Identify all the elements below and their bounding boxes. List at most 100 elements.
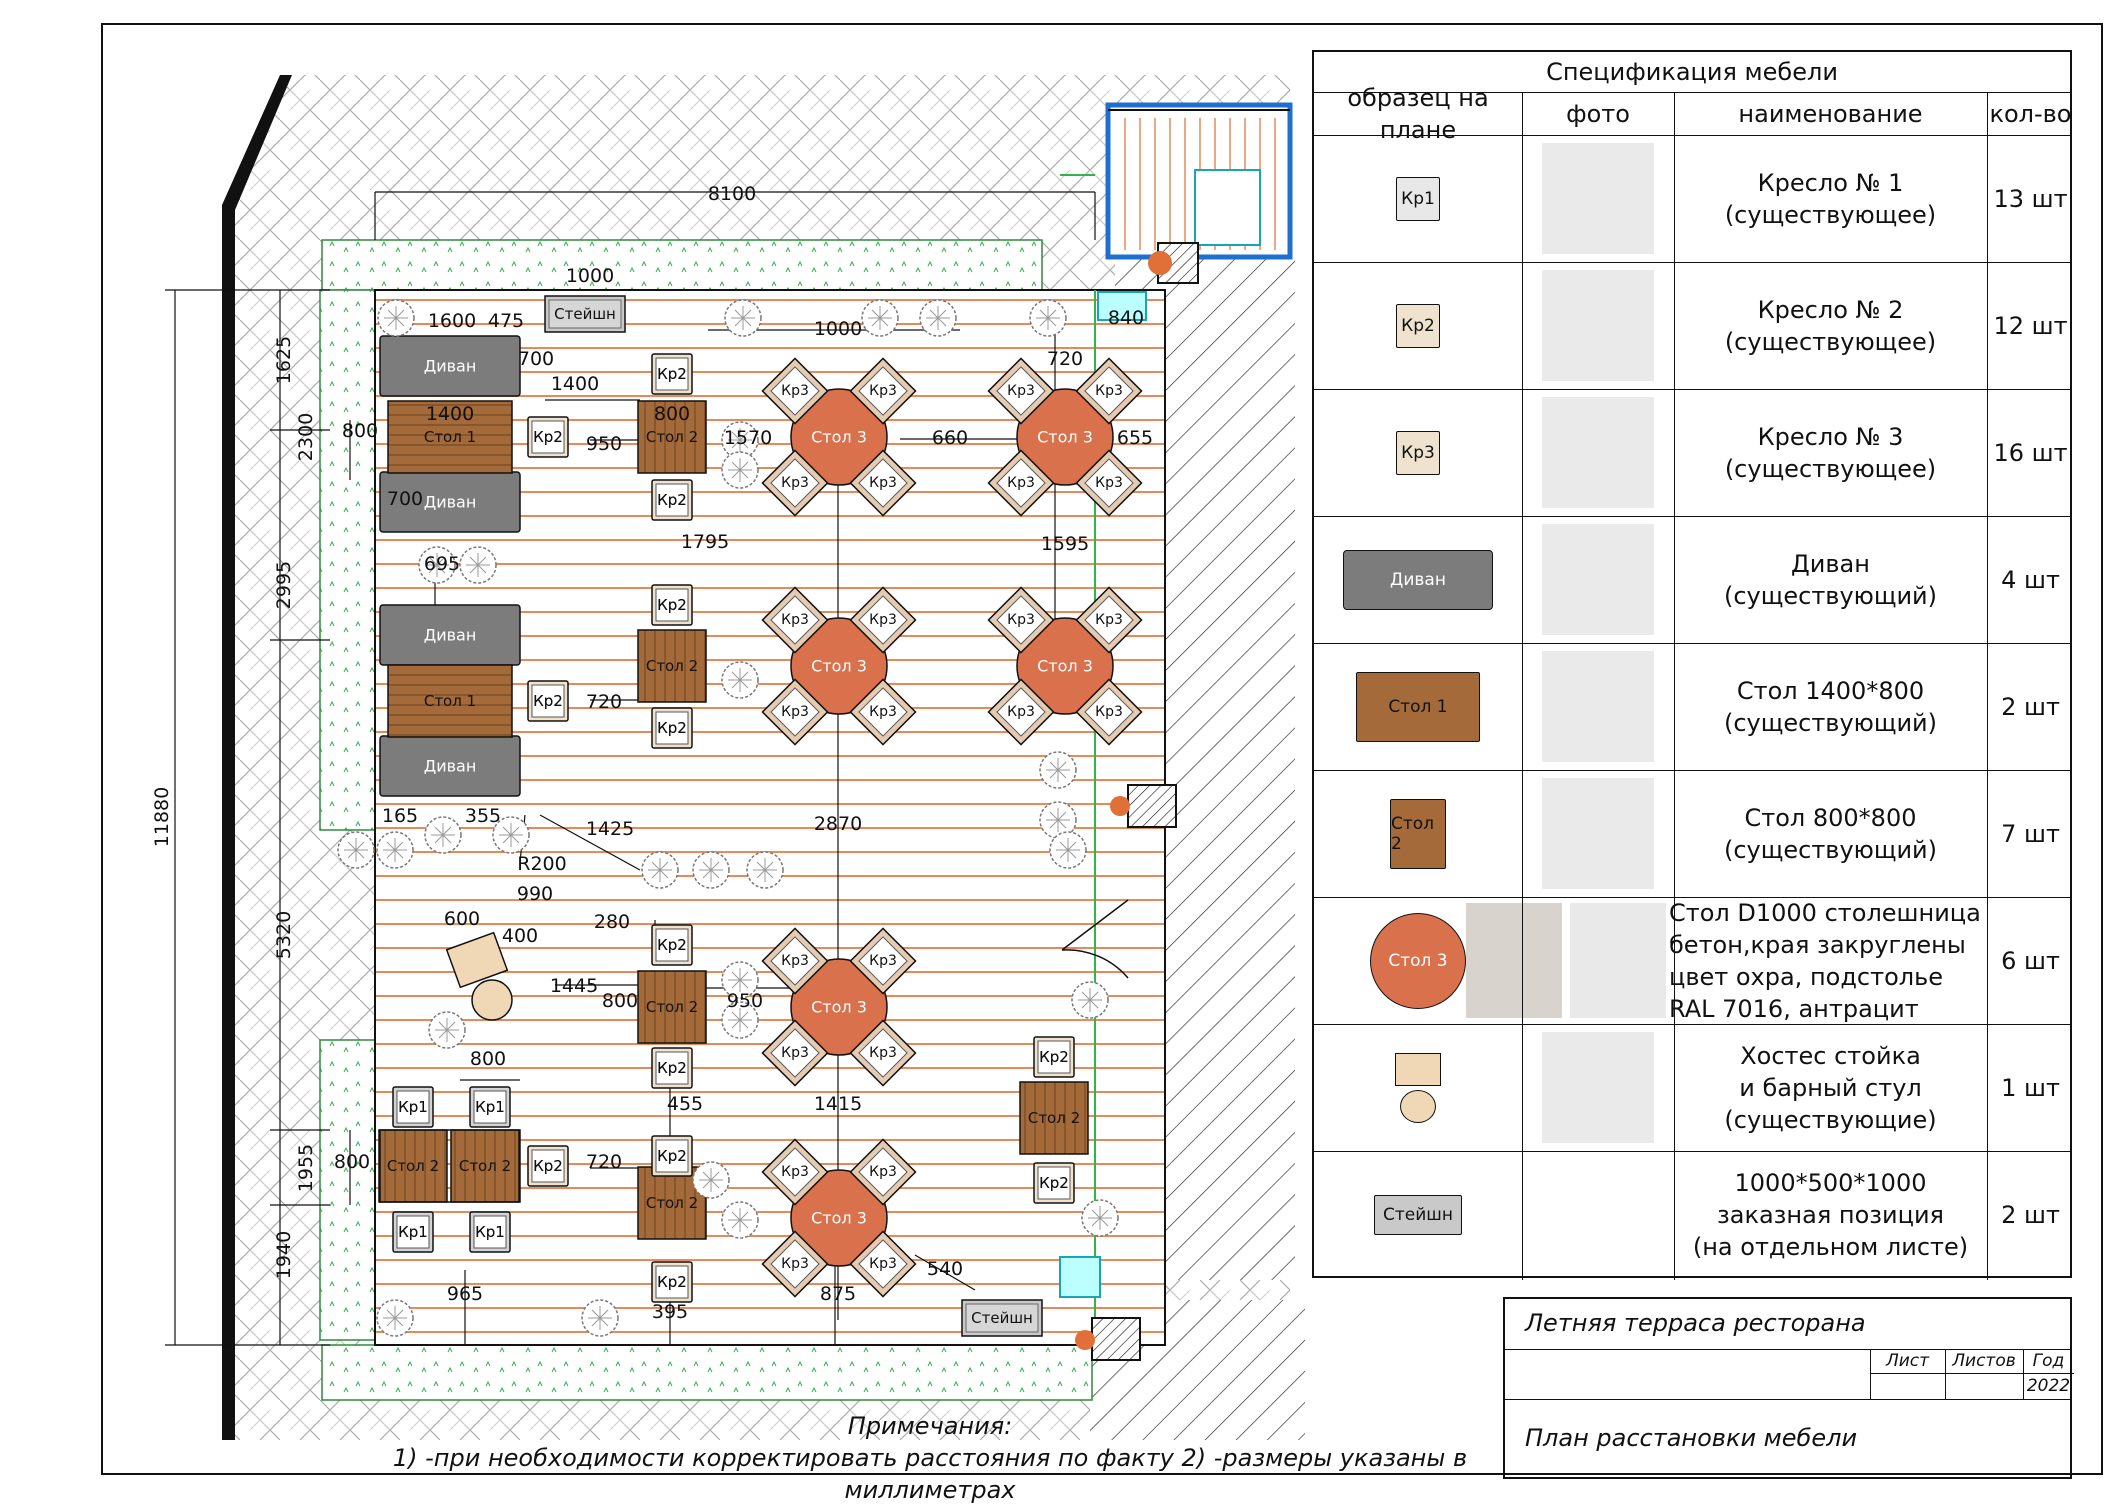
round-table-label: Стол 3 <box>1037 657 1093 676</box>
dimension-text: 475 <box>488 310 524 332</box>
planter-bottom <box>321 1344 1093 1401</box>
spec-symbol: Стол 2 <box>1390 798 1446 869</box>
chair-label: Кр3 <box>1007 612 1035 628</box>
chair-label: Кр3 <box>1095 383 1123 399</box>
spec-qty: 2 шт <box>2001 692 2060 721</box>
spec-title: Спецификация мебели <box>1546 58 1838 86</box>
chair-kr2: Кр2 <box>527 1145 569 1187</box>
table-800-label: Стол 2 <box>387 1157 439 1175</box>
dimension-text: 800 <box>342 420 378 442</box>
chair-label: Кр2 <box>1039 1048 1069 1066</box>
chair-label: Кр3 <box>781 383 809 399</box>
title-block: Летняя терраса ресторана Лист Листов Год… <box>1503 1297 2074 1479</box>
spec-name-line: бетон,края закруглены <box>1669 930 1966 959</box>
spec-header-sample: образец на плане <box>1347 83 1489 144</box>
table-800-label: Стол 2 <box>646 657 698 675</box>
spec-name-line: цвет охра, подстолье <box>1669 962 1944 991</box>
chair-label: Кр2 <box>657 491 687 509</box>
chair-label: Кр3 <box>869 612 897 628</box>
sofa-label: Диван <box>424 357 477 376</box>
dimension-text: 1595 <box>1041 533 1089 555</box>
sofa <box>379 335 521 397</box>
table-1400-label: Стол 1 <box>424 692 476 710</box>
spec-header-qty: кол-во <box>1989 99 2072 128</box>
dimension-text: 8100 <box>708 183 756 205</box>
spec-name-line: (существующее) <box>1724 454 1937 483</box>
planter-left-bottom <box>319 1039 376 1341</box>
round-table <box>790 958 888 1056</box>
dimension-text: 700 <box>387 488 423 510</box>
chair-label: Кр3 <box>1007 704 1035 720</box>
col-sheets: Листов <box>1952 1351 2016 1371</box>
project-title: Летняя терраса ресторана <box>1525 1309 1866 1337</box>
dimension-text: 5320 <box>273 911 295 959</box>
spec-symbol: Стол 1 <box>1356 671 1480 742</box>
round-table <box>790 1169 888 1267</box>
chair-label: Кр2 <box>533 1157 563 1175</box>
chair-kr1: Кр1 <box>392 1086 434 1128</box>
chair-label: Кр2 <box>1039 1174 1069 1192</box>
spec-header-photo: фото <box>1566 99 1630 128</box>
dimension-text: 1570 <box>724 427 772 449</box>
chair-label: Кр2 <box>533 1157 563 1175</box>
table-800-label: Стол 2 <box>646 998 698 1016</box>
dimension-text: 280 <box>594 911 630 933</box>
chair-label: Кр3 <box>869 953 897 969</box>
chair-kr3: Кр3 <box>849 1019 917 1087</box>
station-label: Стейшн <box>554 305 616 323</box>
chair-label: Кр3 <box>1007 383 1035 399</box>
dimension-text: 800 <box>334 1151 370 1173</box>
dimension-text: 2300 <box>295 413 317 461</box>
chair-kr3: Кр3 <box>849 449 917 517</box>
chair-label: Кр3 <box>869 1164 897 1180</box>
spec-name-line: RAL 7016, антрацит <box>1669 994 1919 1023</box>
dimension-text: 400 <box>502 925 538 947</box>
planter-top <box>321 239 1043 291</box>
dimension-text: 1400 <box>551 373 599 395</box>
round-table-label: Стол 3 <box>811 1209 867 1228</box>
chair-label: Кр1 <box>398 1223 428 1241</box>
round-table <box>1016 617 1114 715</box>
spec-name: Кресло № 3(существующее) <box>1674 389 1987 516</box>
spec-symbol: Кр1 <box>1396 176 1440 221</box>
table-1400 <box>387 664 513 738</box>
spec-symbol: Стейшн <box>1374 1194 1462 1235</box>
spec-symbol: Стол 3 <box>1370 912 1466 1009</box>
chair-kr2: Кр2 <box>651 584 693 626</box>
round-table-label: Стол 3 <box>1037 428 1093 447</box>
spec-qty: 4 шт <box>2001 565 2060 594</box>
chair-kr2: Кр2 <box>651 1135 693 1177</box>
spec-photo <box>1466 903 1666 1018</box>
round-table-label: Стол 3 <box>811 657 867 676</box>
chair-label: Кр3 <box>781 612 809 628</box>
hostess-stand <box>445 931 509 989</box>
notes: Примечания: 1) -при необходимости коррек… <box>380 1410 1480 1506</box>
spec-photo <box>1542 397 1654 508</box>
chair-label: Кр3 <box>869 475 897 491</box>
chair-kr3: Кр3 <box>1075 449 1143 517</box>
dimension-text: 875 <box>820 1283 856 1305</box>
bar-stool <box>471 979 513 1021</box>
chair-kr2: Кр2 <box>527 416 569 458</box>
spec-name-line: (существующее) <box>1724 200 1937 229</box>
chair-label: Кр1 <box>475 1098 505 1116</box>
chair-label: Кр3 <box>781 1256 809 1272</box>
spec-photo <box>1542 143 1654 254</box>
dimension-text: 1625 <box>273 336 295 384</box>
dimension-text: 1425 <box>586 818 634 840</box>
sofa-label: Диван <box>424 493 477 512</box>
chair-kr2: Кр2 <box>651 353 693 395</box>
chair-label: Кр3 <box>1095 612 1123 628</box>
chair-label: Кр3 <box>1095 475 1123 491</box>
chair-label: Кр2 <box>657 365 687 383</box>
spec-name-line: (на отдельном листе) <box>1692 1232 1969 1261</box>
dimension-text: 695 <box>424 553 460 575</box>
chair-kr3: Кр3 <box>1075 678 1143 746</box>
dimension-text: 1000 <box>814 318 862 340</box>
chair-label: Кр2 <box>657 596 687 614</box>
dimension-text: 1955 <box>295 1144 317 1192</box>
table-800 <box>637 970 707 1044</box>
dimension-text: 720 <box>586 691 622 713</box>
table-800-label: Стол 2 <box>646 428 698 446</box>
chair-label: Кр2 <box>657 719 687 737</box>
